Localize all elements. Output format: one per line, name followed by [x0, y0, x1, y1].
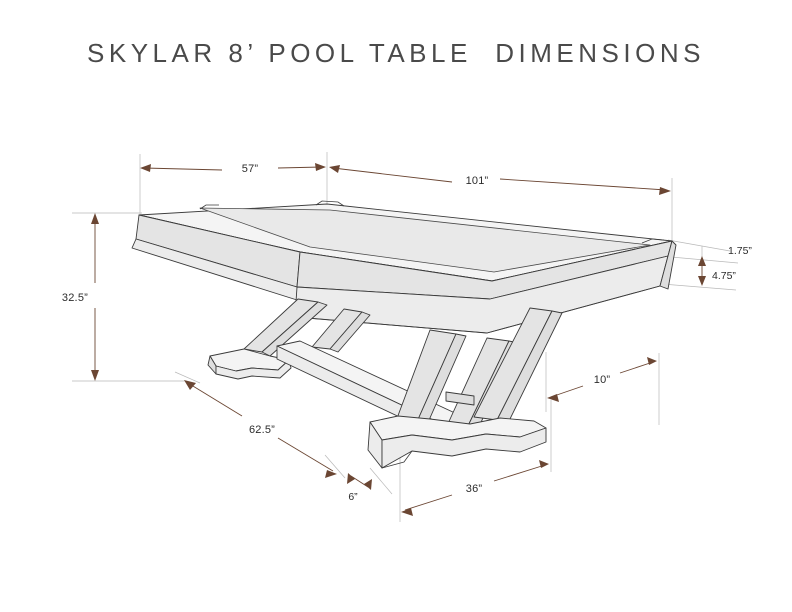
dimension-62-5: 62.5” — [184, 380, 337, 478]
dim-32-5-arrow-top — [91, 213, 99, 224]
dimension-101: 101” — [329, 165, 671, 195]
dim-32-5-label: 32.5” — [62, 292, 88, 304]
ext-line-base-right — [324, 454, 346, 479]
dim-101-line-right — [499, 178, 667, 191]
dim-36-arrow-left — [401, 508, 413, 516]
pool-table-illustration — [131, 200, 677, 469]
dim-6-label: 6” — [348, 491, 358, 503]
dim-10-line-right — [619, 361, 654, 374]
dimension-1-75: 1.75” — [728, 245, 752, 257]
dim-101-line-left — [332, 167, 453, 183]
dim-4-75-label: 4.75” — [712, 270, 736, 282]
pocket-notch-back-left — [199, 204, 219, 210]
dim-57-arrow-left — [140, 164, 151, 172]
dim-62-5-arrow-start — [184, 380, 196, 390]
page-title: SKYLAR 8’ POOL TABLE DIMENSIONS — [87, 38, 705, 68]
dim-57-label: 57” — [242, 163, 259, 175]
playing-surface-cloth — [199, 207, 651, 273]
dim-10-arrow-left — [547, 394, 559, 402]
leg-rear-left-inner-side — [329, 311, 371, 353]
ext-line-rail-top — [667, 239, 731, 252]
right-end-chamfer — [659, 240, 677, 290]
dim-62-5-line-lower — [277, 437, 334, 472]
dim-101-arrow-left — [329, 165, 340, 173]
ext-line-foot-near — [369, 467, 393, 495]
dim-36-label: 36” — [466, 483, 483, 495]
pocket-notch-back-right — [641, 238, 665, 244]
dim-62-5-label: 62.5” — [249, 424, 275, 436]
dim-4-75-arrow-bottom — [698, 276, 706, 286]
pocket-notch-back-center — [315, 200, 345, 207]
dim-32-5-arrow-bottom — [91, 370, 99, 381]
leg-cross-brace — [445, 391, 475, 406]
dim-6-line — [350, 475, 369, 488]
extension-lines — [72, 152, 739, 522]
dim-101-label: 101” — [466, 175, 489, 187]
ext-line-base-left — [174, 371, 201, 384]
dimension-57: 57” — [140, 163, 326, 175]
dim-10-arrow-right — [647, 357, 657, 365]
dim-4-75-arrow-top — [698, 256, 706, 266]
dim-36-line-right — [493, 464, 546, 482]
dimension-6: 6” — [347, 473, 372, 503]
dim-6-arrow-right — [364, 479, 372, 490]
dim-36-arrow-right — [539, 460, 549, 468]
dim-1-75-label: 1.75” — [728, 245, 752, 257]
dimension-36: 36” — [401, 460, 549, 516]
dimension-4-75: 4.75” — [698, 256, 736, 286]
dim-57-line-right — [277, 166, 323, 169]
dim-62-5-arrow-end — [325, 470, 337, 478]
foot-plinth-rear-front — [215, 359, 292, 380]
dim-36-line-left — [404, 494, 453, 511]
dim-57-line-left — [143, 167, 223, 171]
dimension-10: 10” — [547, 357, 657, 402]
dim-10-label: 10” — [594, 374, 611, 386]
foot-plinth-front-bevel — [381, 450, 413, 469]
dim-6-arrow-left — [347, 473, 355, 484]
dim-62-5-line-upper — [187, 382, 243, 417]
dim-57-arrow-right — [315, 163, 326, 171]
dim-101-arrow-right — [659, 187, 671, 195]
dimension-32-5: 32.5” — [62, 213, 99, 381]
